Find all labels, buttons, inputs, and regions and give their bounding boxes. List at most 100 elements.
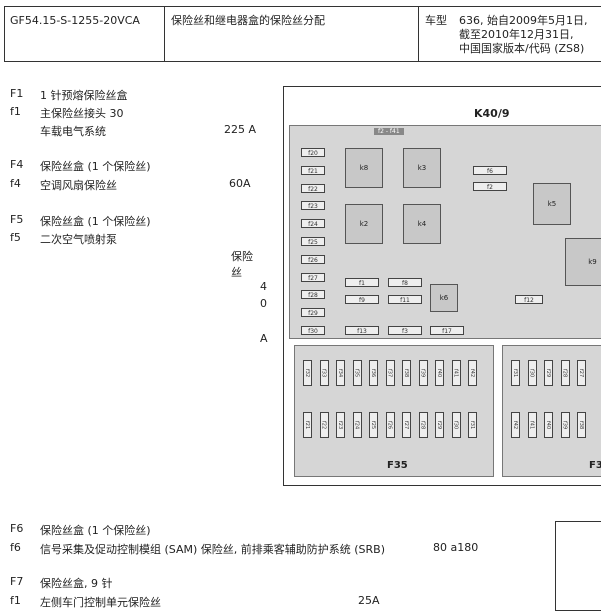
fuse-f8: f8 (388, 278, 422, 287)
fuse-f28: f28 (560, 360, 570, 386)
fuse-f11: f11 (388, 295, 422, 304)
fuse-f33: f33 (319, 360, 329, 386)
entry-code: F1 (10, 87, 24, 100)
entry-code: F7 (10, 575, 24, 588)
entry-value-wrapped: 保险 (231, 250, 253, 263)
fuse-f2: f2 (473, 182, 507, 191)
fuse-f20: f20 (301, 148, 325, 157)
fuse-f42: f42 (511, 412, 520, 438)
bank-label: F35 (387, 460, 408, 471)
model-line-3: 中国国家版本/代码 (ZS8) (459, 42, 585, 55)
fuse-f39: f39 (418, 360, 428, 386)
title-cell: 保险丝和继电器盒的保险丝分配 (165, 7, 419, 61)
fuse-f22: f22 (301, 183, 325, 193)
entry-code: f5 (10, 231, 21, 244)
entry-value: 80 a180 (433, 541, 479, 554)
fuse-f29: f29 (435, 412, 444, 438)
fuse-f3: f3 (388, 326, 422, 335)
model-line-1: 636, 始自2009年5月1日, (459, 14, 588, 27)
entry-value-wrapped: 0 (260, 297, 267, 310)
entry-desc: 左侧车门控制单元保险丝 (40, 596, 161, 609)
relay-k5: k5 (533, 183, 571, 225)
fuse-f29: f29 (301, 308, 325, 318)
model-cell: 车型 636, 始自2009年5月1日, 截至2010年12月31日, 中国国家… (419, 7, 601, 61)
entry-desc: 保险丝盒 (1 个保险丝) (40, 160, 151, 173)
model-line-2: 截至2010年12月31日, (459, 28, 574, 41)
entry-code: f4 (10, 177, 21, 190)
fuse-f31: f31 (511, 360, 520, 386)
entry-code: f1 (10, 105, 21, 118)
fuse-f1: f1 (345, 278, 379, 287)
fuse-f27: f27 (402, 412, 411, 438)
fuse-f25: f25 (301, 237, 325, 246)
fuse-f21: f21 (303, 412, 312, 438)
fuse-f26: f26 (385, 412, 395, 438)
board-label: f2 - f41 (374, 128, 404, 135)
relay-k3: k3 (403, 148, 441, 188)
diagram-frame-2 (555, 521, 601, 611)
entry-code: f1 (10, 594, 21, 607)
entry-code: f6 (10, 541, 21, 554)
relay-k4: k4 (403, 204, 441, 244)
fuse-f17: f17 (430, 326, 464, 335)
fuse-f9: f9 (345, 295, 379, 304)
entry-value: 60A (229, 177, 251, 190)
entry-value: 225 A (224, 123, 257, 136)
fuse-f41: f41 (527, 412, 537, 438)
entry-desc: 二次空气喷射泵 (40, 233, 117, 246)
entry-value: 25A (358, 594, 380, 607)
header-table: GF54.15-S-1255-20VCA 保险丝和继电器盒的保险丝分配 车型 6… (4, 6, 601, 62)
fuse-f24: f24 (352, 412, 362, 438)
entry-desc: 信号采集及促动控制模组 (SAM) 保险丝, 前排乘客辅助防护系统 (SRB) (40, 543, 386, 556)
entry-desc: 空调风扇保险丝 (40, 179, 117, 192)
doc-id-cell: GF54.15-S-1255-20VCA (5, 7, 165, 61)
fuse-f36: f36 (369, 360, 378, 386)
entry-code: F6 (10, 522, 24, 535)
bank-label: F3 (589, 460, 601, 471)
fuse-f22: f22 (319, 412, 329, 438)
fuse-f21: f21 (301, 165, 325, 175)
entry-desc: 主保险丝接头 30 (40, 107, 124, 120)
fuse-f40: f40 (435, 360, 444, 386)
fuse-f41: f41 (451, 360, 461, 386)
doc-id: GF54.15-S-1255-20VCA (10, 14, 140, 27)
entry-desc: 1 针预熔保险丝盒 (40, 89, 128, 102)
fuse-f39: f39 (560, 412, 570, 438)
entry-desc: 保险丝盒 (1 个保险丝) (40, 215, 151, 228)
fuse-f28: f28 (418, 412, 428, 438)
fuse-f30: f30 (451, 412, 461, 438)
fuse-f23: f23 (336, 412, 345, 438)
fuse-f38: f38 (402, 360, 411, 386)
entry-value-wrapped: 丝 (231, 266, 242, 279)
fuse-f31: f31 (468, 412, 477, 438)
fuse-f35: f35 (352, 360, 362, 386)
model-label: 车型 (425, 14, 447, 27)
doc-title: 保险丝和继电器盒的保险丝分配 (171, 14, 325, 27)
fuse-f32: f32 (303, 360, 312, 386)
fuse-box-diagram: K40/9 f2 - f41 f20 f21 f22 f23 f24 f25 f26 f27 f… (283, 86, 601, 486)
fuse-f26: f26 (301, 254, 325, 264)
relay-k8: k8 (345, 148, 383, 188)
relay-k6: k6 (430, 284, 458, 312)
entry-desc: 保险丝盒, 9 针 (40, 577, 113, 590)
relay-k9: k9 (565, 238, 601, 286)
fuse-f27: f27 (577, 360, 586, 386)
fuse-f28: f28 (301, 290, 325, 300)
entry-code: F4 (10, 158, 24, 171)
relay-k2: k2 (345, 204, 383, 244)
entry-value-wrapped: 4 (260, 280, 267, 293)
fuse-f12: f12 (515, 295, 543, 304)
fuse-f13: f13 (345, 326, 379, 335)
fuse-f25: f25 (369, 412, 378, 438)
entry-desc: 保险丝盒 (1 个保险丝) (40, 524, 151, 537)
fuse-f6: f6 (473, 166, 507, 175)
fuse-f23: f23 (301, 201, 325, 211)
fuse-f24: f24 (301, 219, 325, 229)
diagram-title: K40/9 (474, 107, 510, 120)
fuse-f29: f29 (544, 360, 553, 386)
fuse-f40: f40 (544, 412, 553, 438)
entry-code: F5 (10, 213, 24, 226)
